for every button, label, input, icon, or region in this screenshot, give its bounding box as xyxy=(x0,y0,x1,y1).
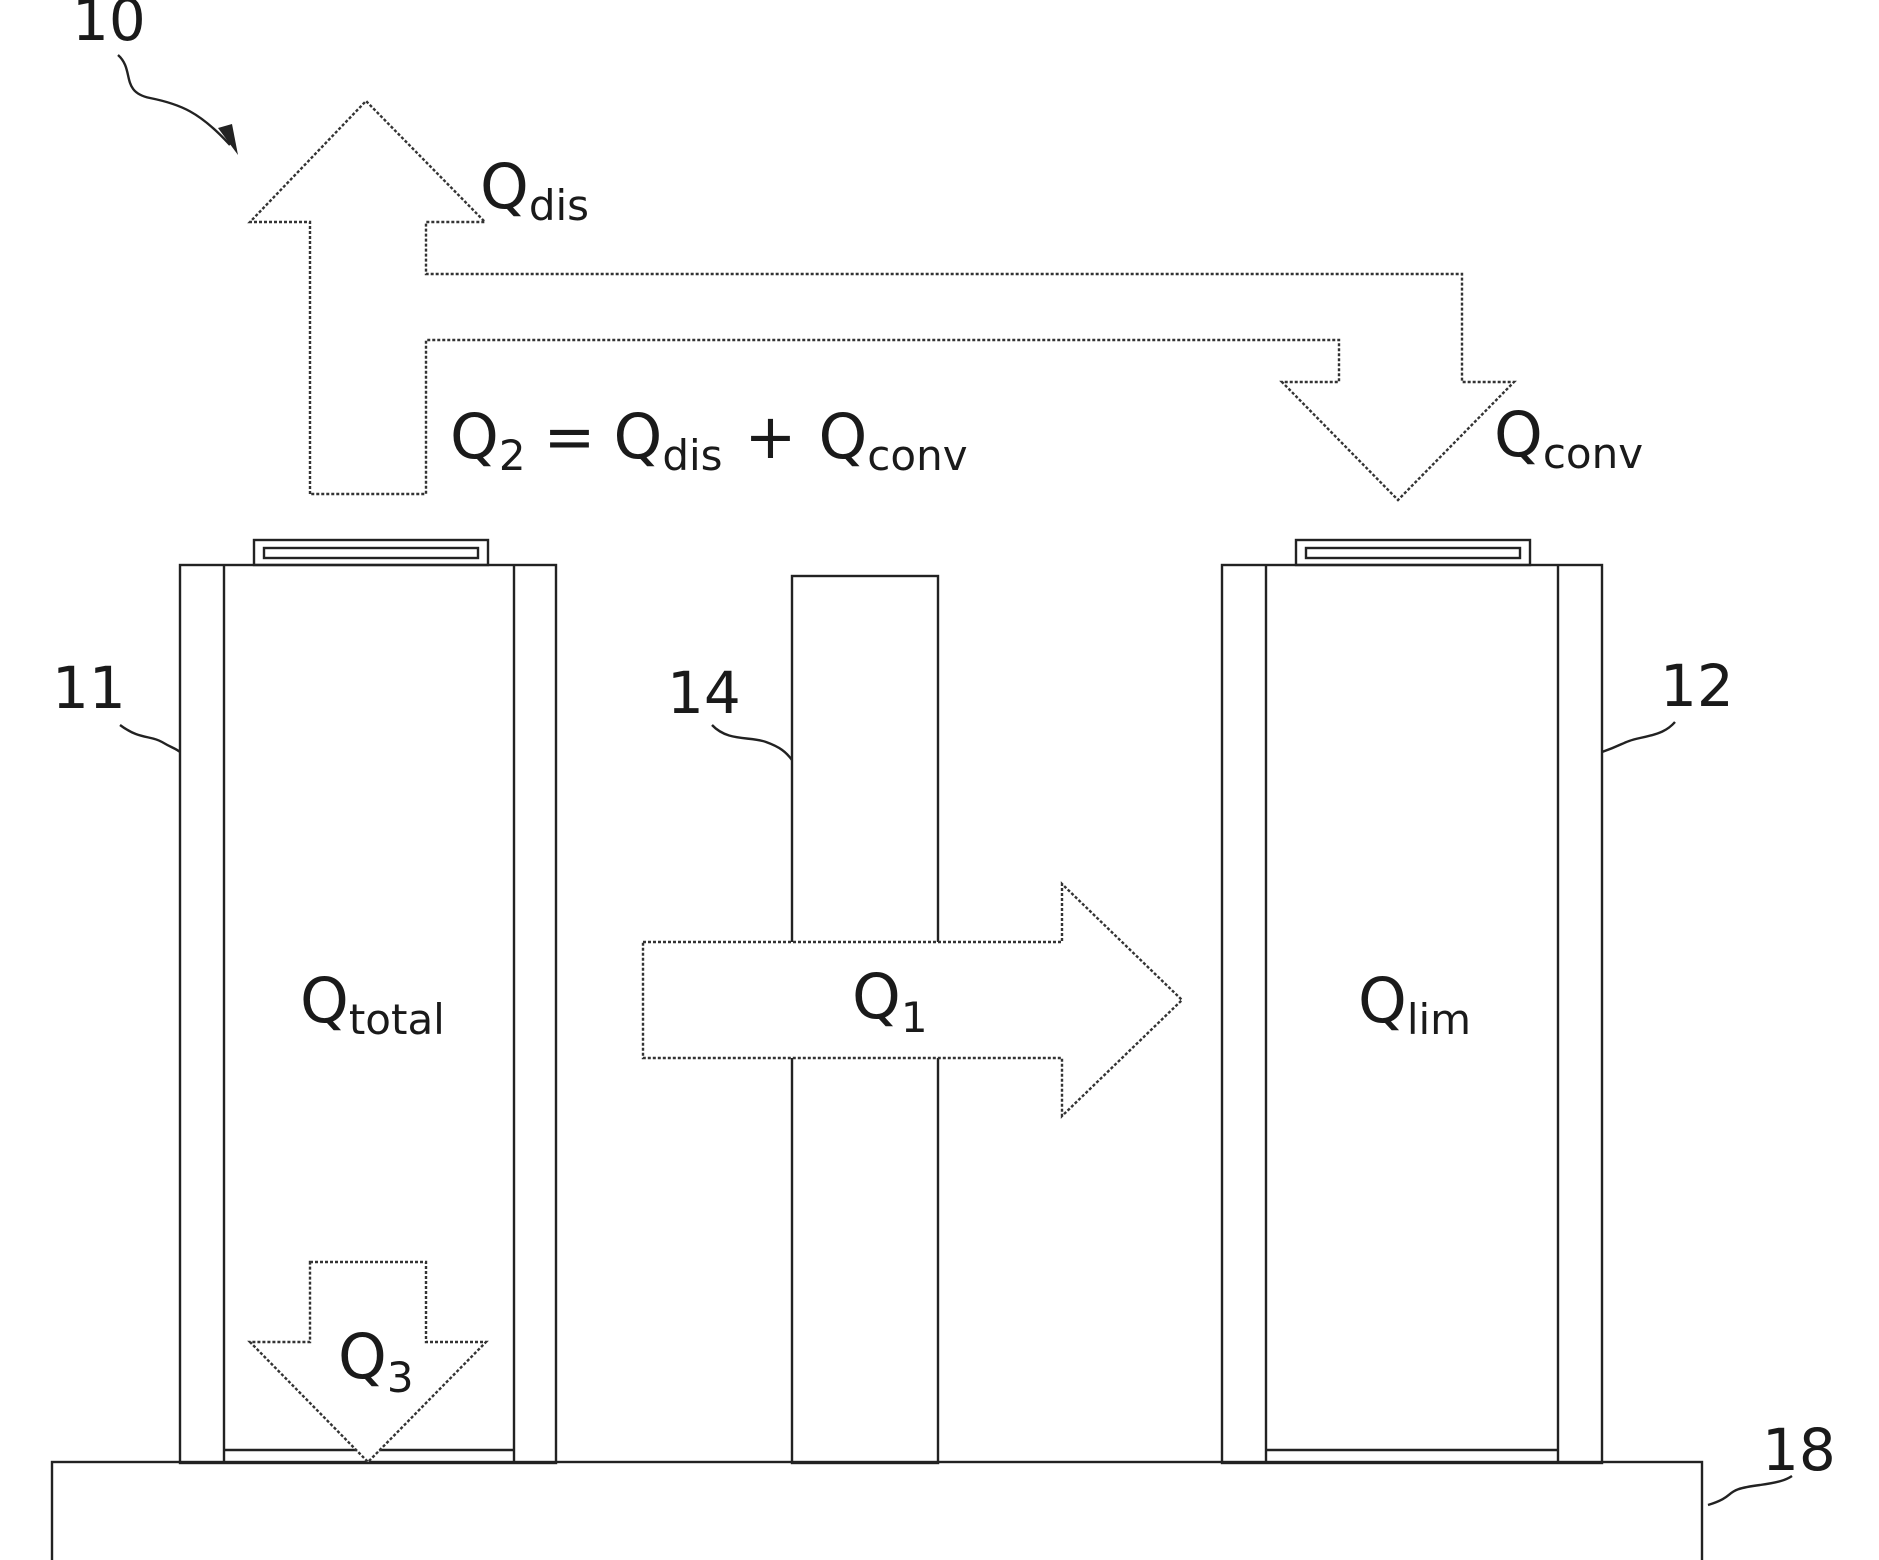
ref-label-11: 11 xyxy=(52,654,126,722)
ref-label-18: 18 xyxy=(1762,1416,1836,1484)
q2-equation-label: Q2=Qdis+Qconv xyxy=(450,400,968,480)
ref-leader-12 xyxy=(1602,722,1675,752)
figure-number-label: 10 xyxy=(72,0,146,54)
ref-leader-11 xyxy=(120,725,180,752)
q-conv-label: Qconv xyxy=(1494,398,1643,478)
q-lim-label: Qlim xyxy=(1358,964,1471,1044)
ref-label-14: 14 xyxy=(667,659,741,727)
q-dis-label: Qdis xyxy=(480,150,589,230)
q-total-label: Qtotal xyxy=(300,964,445,1044)
figure-leader-arrowhead xyxy=(218,124,238,155)
figure-leader-line xyxy=(118,55,230,145)
ref-leader-14 xyxy=(712,725,792,760)
ref-leader-18 xyxy=(1708,1476,1792,1505)
base-plate-18 xyxy=(52,1462,1702,1560)
ref-label-12: 12 xyxy=(1660,652,1734,720)
